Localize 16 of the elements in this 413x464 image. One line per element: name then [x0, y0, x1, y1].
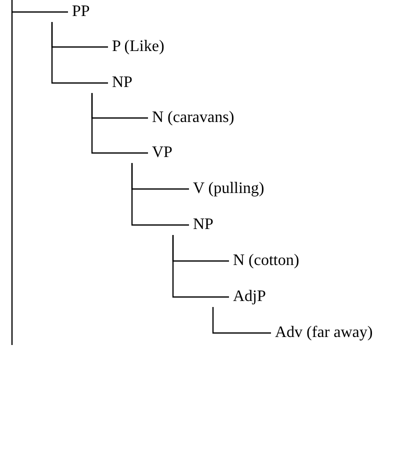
tree-node-label: Adv (far away): [275, 323, 373, 343]
tree-node-label: NP: [112, 73, 132, 93]
tree-node-label: PP: [72, 2, 90, 22]
tree-node-label: AdjP: [233, 287, 266, 307]
tree-connector: [91, 93, 148, 154]
tree-connector: [51, 22, 108, 84]
tree-connector: [172, 235, 229, 298]
tree-connector: [131, 163, 189, 226]
tree-node-label: NP: [193, 215, 214, 235]
tree-node-label: V (pulling): [193, 179, 264, 199]
tree-node-label: N (caravans): [152, 108, 234, 128]
tree-connector: [11, 0, 69, 346]
tree-node-label: P (Like): [112, 37, 164, 57]
tree-node-label: N (cotton): [233, 251, 300, 271]
tree-node-label: VP: [152, 143, 172, 163]
tree-connector: [212, 307, 271, 334]
